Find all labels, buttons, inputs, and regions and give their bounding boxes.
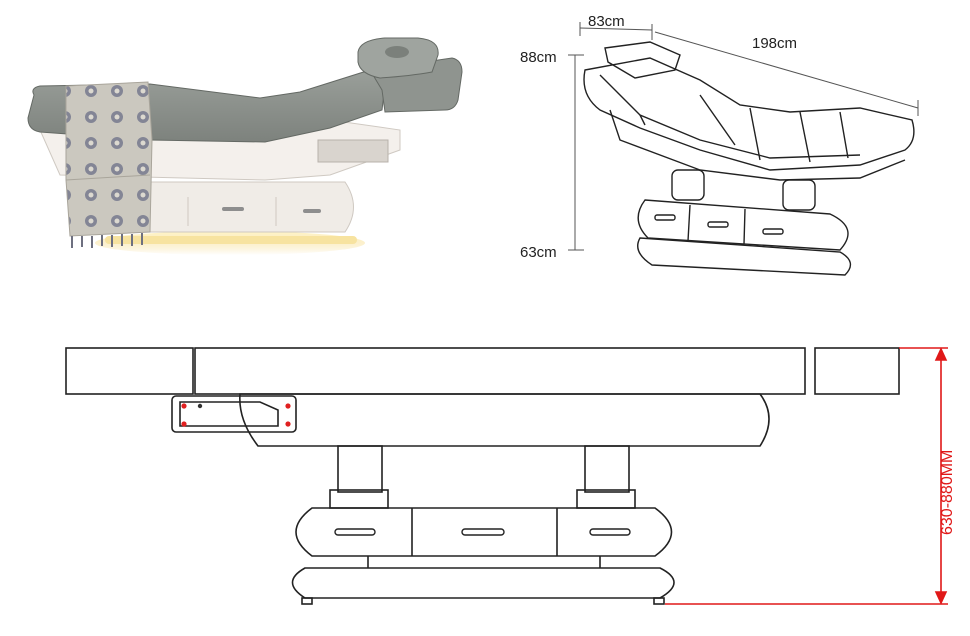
side-board-left — [65, 347, 194, 395]
side-drawer-handles — [334, 528, 631, 536]
iso-drawer-body — [637, 199, 849, 251]
drawer-handle — [303, 209, 321, 213]
side-drawer-body — [295, 507, 673, 557]
side-board-head — [814, 347, 900, 395]
iso-cushion — [583, 57, 915, 171]
side-upper-body — [239, 393, 770, 447]
side-elevation — [65, 347, 900, 605]
led-strip — [105, 236, 357, 244]
iso-leg — [671, 169, 705, 201]
runner-cloth — [65, 81, 153, 237]
side-motor-bracket — [171, 395, 297, 433]
dim-height-max-label: 88cm — [520, 49, 557, 66]
face-hole-icon — [385, 46, 409, 58]
isometric-drawing — [568, 22, 919, 276]
motor-box — [317, 139, 389, 163]
side-column — [584, 445, 630, 493]
drawer-handle — [334, 528, 376, 536]
iso-leg — [782, 179, 816, 211]
bracket-markers — [181, 403, 291, 427]
side-column — [337, 445, 383, 493]
height-dimension — [665, 347, 948, 605]
drawer-handle — [222, 207, 244, 211]
massage-bed-photo — [27, 37, 463, 255]
head-pillow — [357, 37, 439, 79]
dim-height-min-label: 63cm — [520, 244, 557, 261]
drawer-handle — [461, 528, 505, 536]
height-range-label: 630-880MM — [939, 450, 956, 535]
iso-base — [637, 237, 852, 276]
runner-tassels — [71, 233, 143, 248]
iso-dimension-lines — [568, 22, 919, 251]
dim-length-label: 198cm — [752, 35, 797, 52]
iso-pillow — [604, 41, 681, 79]
side-board-main — [194, 347, 806, 395]
side-base — [291, 567, 675, 599]
drawer-handle — [589, 528, 631, 536]
dim-width-label: 83cm — [588, 13, 625, 30]
